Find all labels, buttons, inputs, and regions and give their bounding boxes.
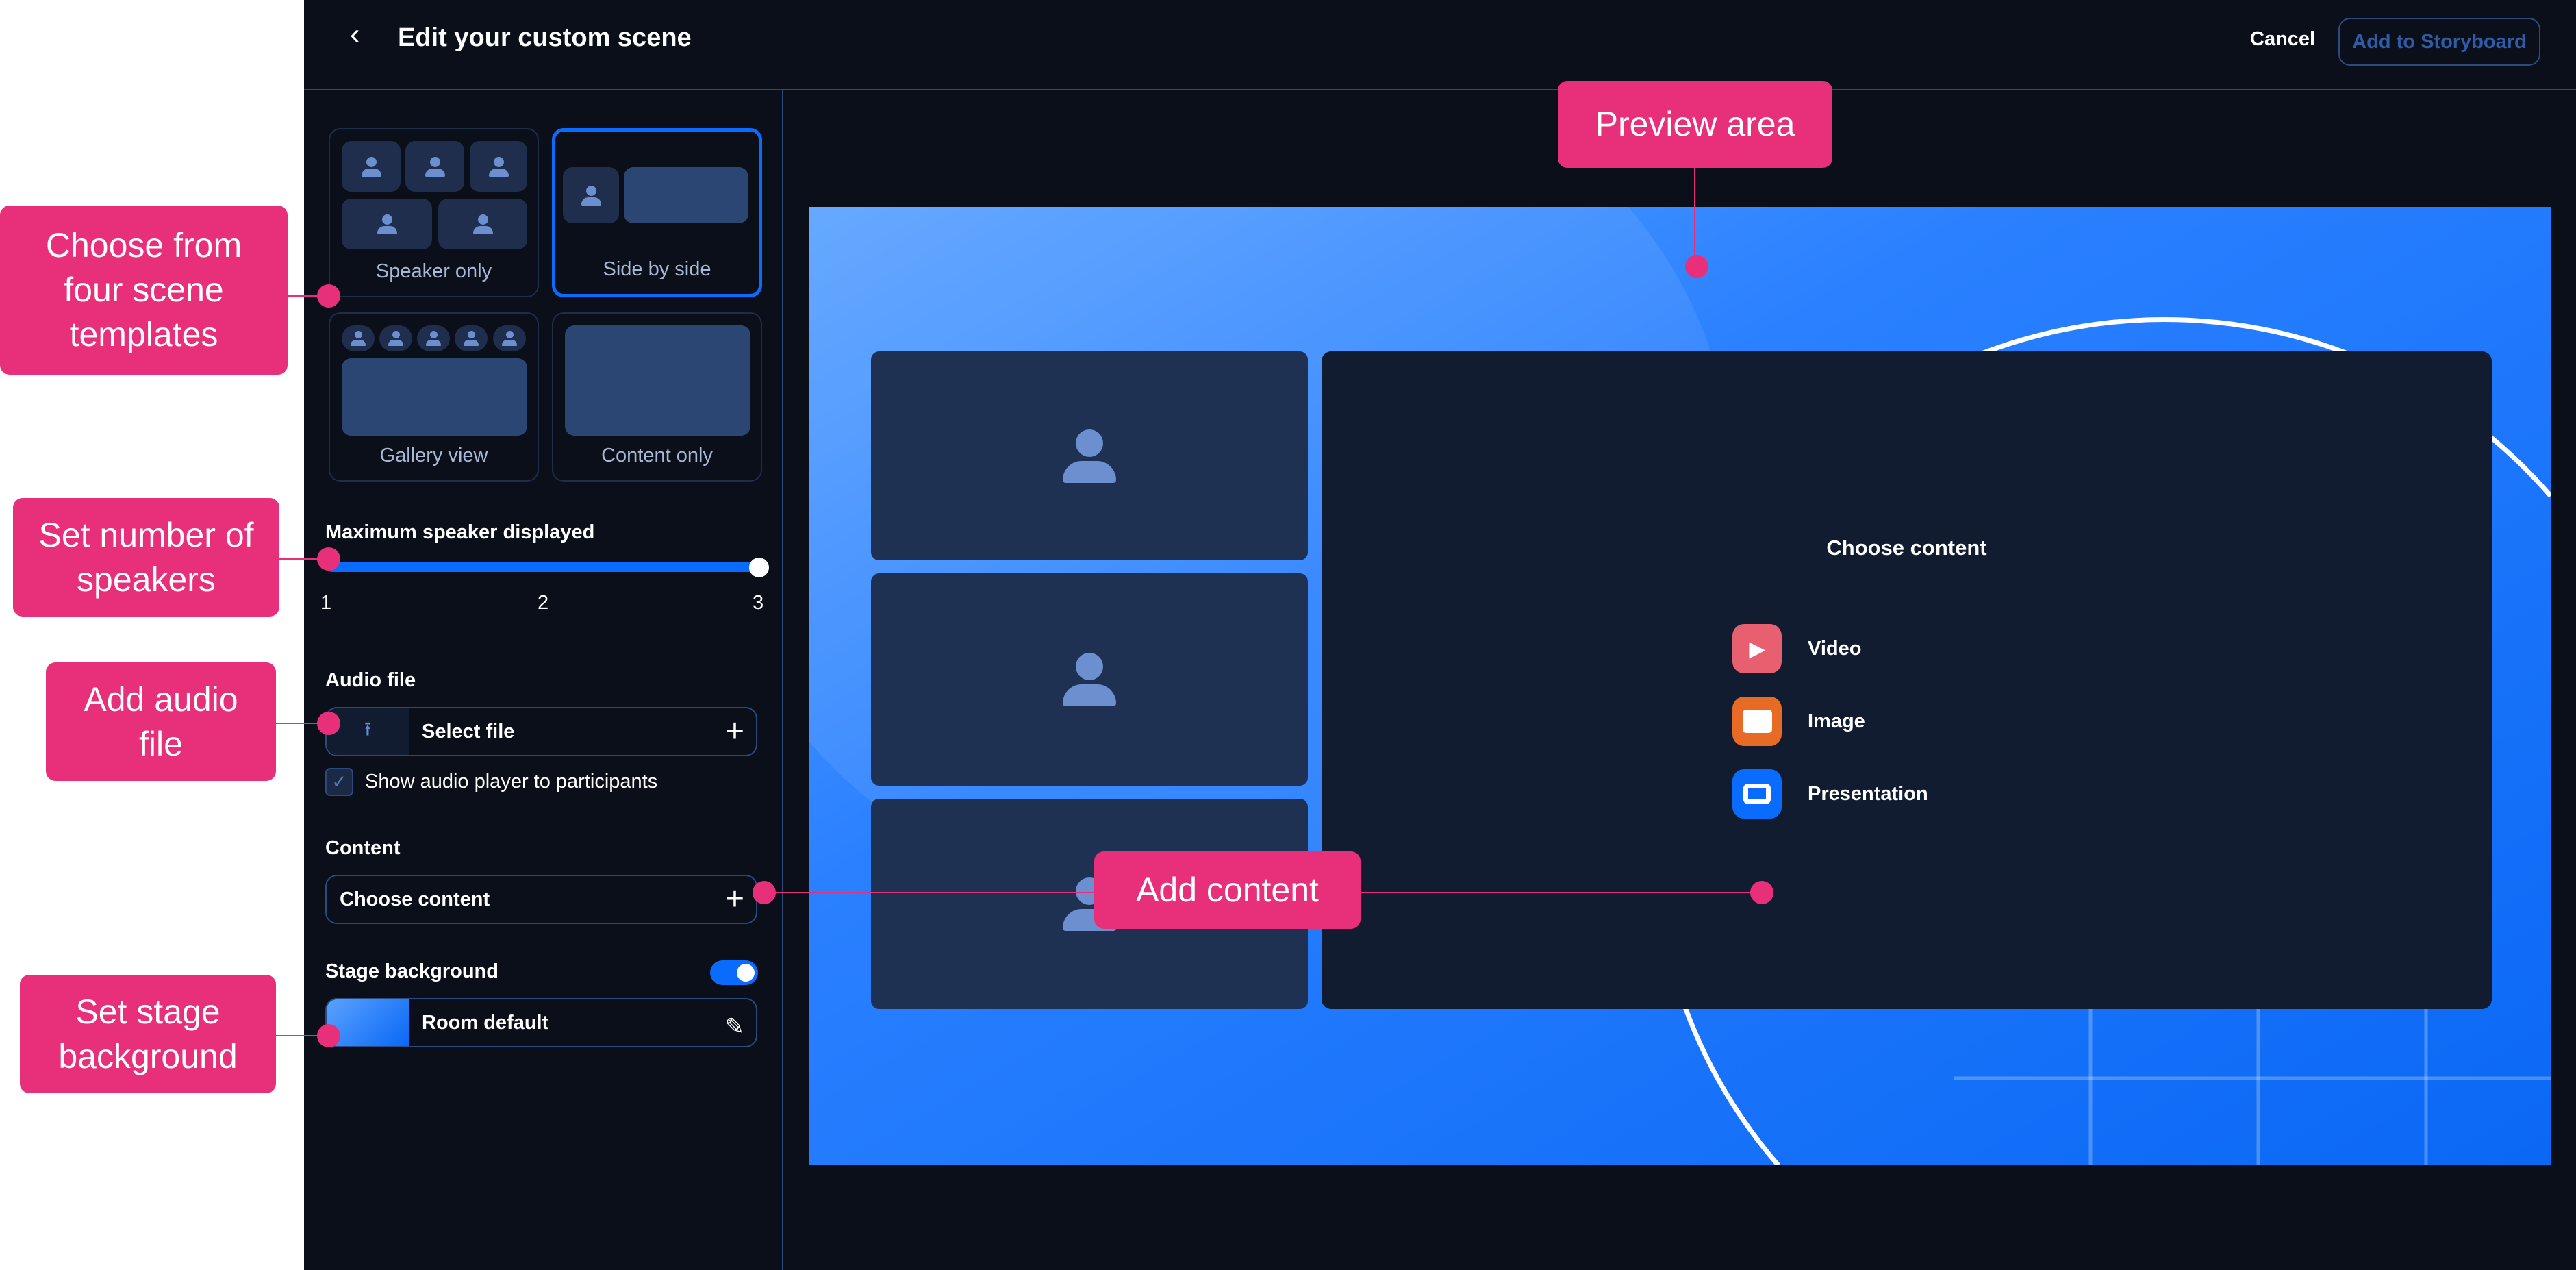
slider-tick: 3	[753, 592, 764, 614]
callout-background: Set stage background	[20, 975, 276, 1093]
template-speaker-only[interactable]: Speaker only	[329, 128, 539, 297]
show-audio-label: Show audio player to participants	[365, 771, 658, 793]
template-label: Gallery view	[379, 445, 488, 466]
template-label: Side by side	[603, 258, 711, 280]
presentation-icon	[1732, 769, 1782, 819]
callout-line	[276, 1035, 329, 1036]
person-icon	[388, 331, 403, 346]
max-speaker-slider[interactable]	[327, 562, 759, 572]
cancel-button[interactable]: Cancel	[2250, 28, 2316, 50]
callout-preview: Preview area	[1558, 81, 1832, 168]
audio-file-label: Audio file	[325, 669, 416, 691]
callout-line	[288, 295, 329, 297]
background-thumbnail	[327, 999, 409, 1046]
person-icon	[488, 156, 509, 177]
person-icon	[581, 185, 601, 206]
speaker-tile	[871, 573, 1308, 786]
content-option-label: Image	[1808, 710, 1865, 732]
callout-dot	[317, 284, 340, 308]
select-file-label: Select file	[422, 720, 515, 743]
pencil-icon[interactable]: ✎	[724, 1014, 745, 1040]
page-title: Edit your custom scene	[398, 23, 692, 52]
content-panel: Choose content ▶ Video Image Presentation	[1322, 351, 2492, 1009]
panel-divider	[782, 89, 783, 1270]
play-icon: ▶	[1732, 624, 1782, 673]
callout-audio: Add audio file	[46, 662, 276, 781]
template-label: Speaker only	[375, 260, 492, 282]
slider-handle[interactable]	[749, 558, 769, 577]
content-option-presentation[interactable]: Presentation	[1732, 769, 1928, 819]
show-audio-checkbox[interactable]: ✓	[325, 768, 353, 796]
template-content-only[interactable]: Content only	[552, 312, 762, 482]
max-speaker-label: Maximum speaker displayed	[325, 521, 595, 543]
content-panel-title: Choose content	[1826, 536, 1987, 560]
person-icon	[425, 156, 445, 177]
plus-icon[interactable]: +	[724, 881, 744, 917]
person-icon	[377, 214, 397, 234]
back-chevron-icon[interactable]: ‹	[350, 18, 360, 51]
content-label: Content	[325, 837, 401, 859]
person-icon	[361, 156, 381, 177]
callout-content: Add content	[1094, 851, 1361, 929]
person-icon	[464, 331, 479, 346]
person-icon	[502, 331, 517, 346]
preview-area: Choose content ▶ Video Image Presentation	[809, 207, 2551, 1165]
content-option-label: Presentation	[1808, 782, 1928, 805]
add-to-storyboard-button[interactable]: Add to Storyboard	[2338, 18, 2540, 66]
template-label: Content only	[601, 445, 713, 466]
content-option-label: Video	[1808, 637, 1862, 660]
callout-dot	[753, 881, 776, 904]
callout-dot	[317, 712, 340, 735]
callout-speakers: Set number of speakers	[13, 498, 279, 617]
choose-content-field[interactable]: Choose content +	[325, 875, 757, 924]
content-option-image[interactable]: Image	[1732, 697, 1865, 746]
callout-dot	[317, 1024, 340, 1047]
header-divider	[304, 89, 2576, 90]
person-icon	[472, 214, 493, 234]
room-default-field[interactable]: Room default ✎	[325, 998, 757, 1047]
content-option-video[interactable]: ▶ Video	[1732, 624, 1861, 673]
plus-icon[interactable]: +	[724, 713, 744, 749]
template-gallery-view[interactable]: Gallery view	[329, 312, 539, 482]
upload-icon: ⭱	[327, 708, 409, 755]
callout-line	[276, 723, 329, 724]
choose-content-label: Choose content	[340, 888, 490, 910]
template-side-by-side[interactable]: Side by side	[552, 128, 762, 297]
slider-tick: 1	[320, 592, 332, 614]
callout-line	[279, 558, 329, 560]
slider-tick: 2	[538, 592, 549, 614]
callout-dot	[1750, 881, 1773, 904]
select-file-field[interactable]: ⭱ Select file +	[325, 707, 757, 756]
stage-background-label: Stage background	[325, 960, 498, 982]
callout-dot	[317, 547, 340, 571]
person-icon	[1063, 653, 1116, 706]
image-icon	[1732, 697, 1782, 746]
speaker-tile	[871, 351, 1308, 560]
person-icon	[1063, 429, 1116, 483]
stage-background-toggle[interactable]	[710, 960, 758, 985]
room-default-label: Room default	[422, 1011, 549, 1034]
person-icon	[351, 331, 366, 346]
callout-line	[1694, 168, 1695, 266]
person-icon	[426, 331, 441, 346]
scene-editor: ‹ Edit your custom scene Cancel Add to S…	[304, 0, 2576, 1270]
callout-dot	[1685, 255, 1708, 278]
callout-templates: Choose from four scene templates	[0, 206, 288, 375]
